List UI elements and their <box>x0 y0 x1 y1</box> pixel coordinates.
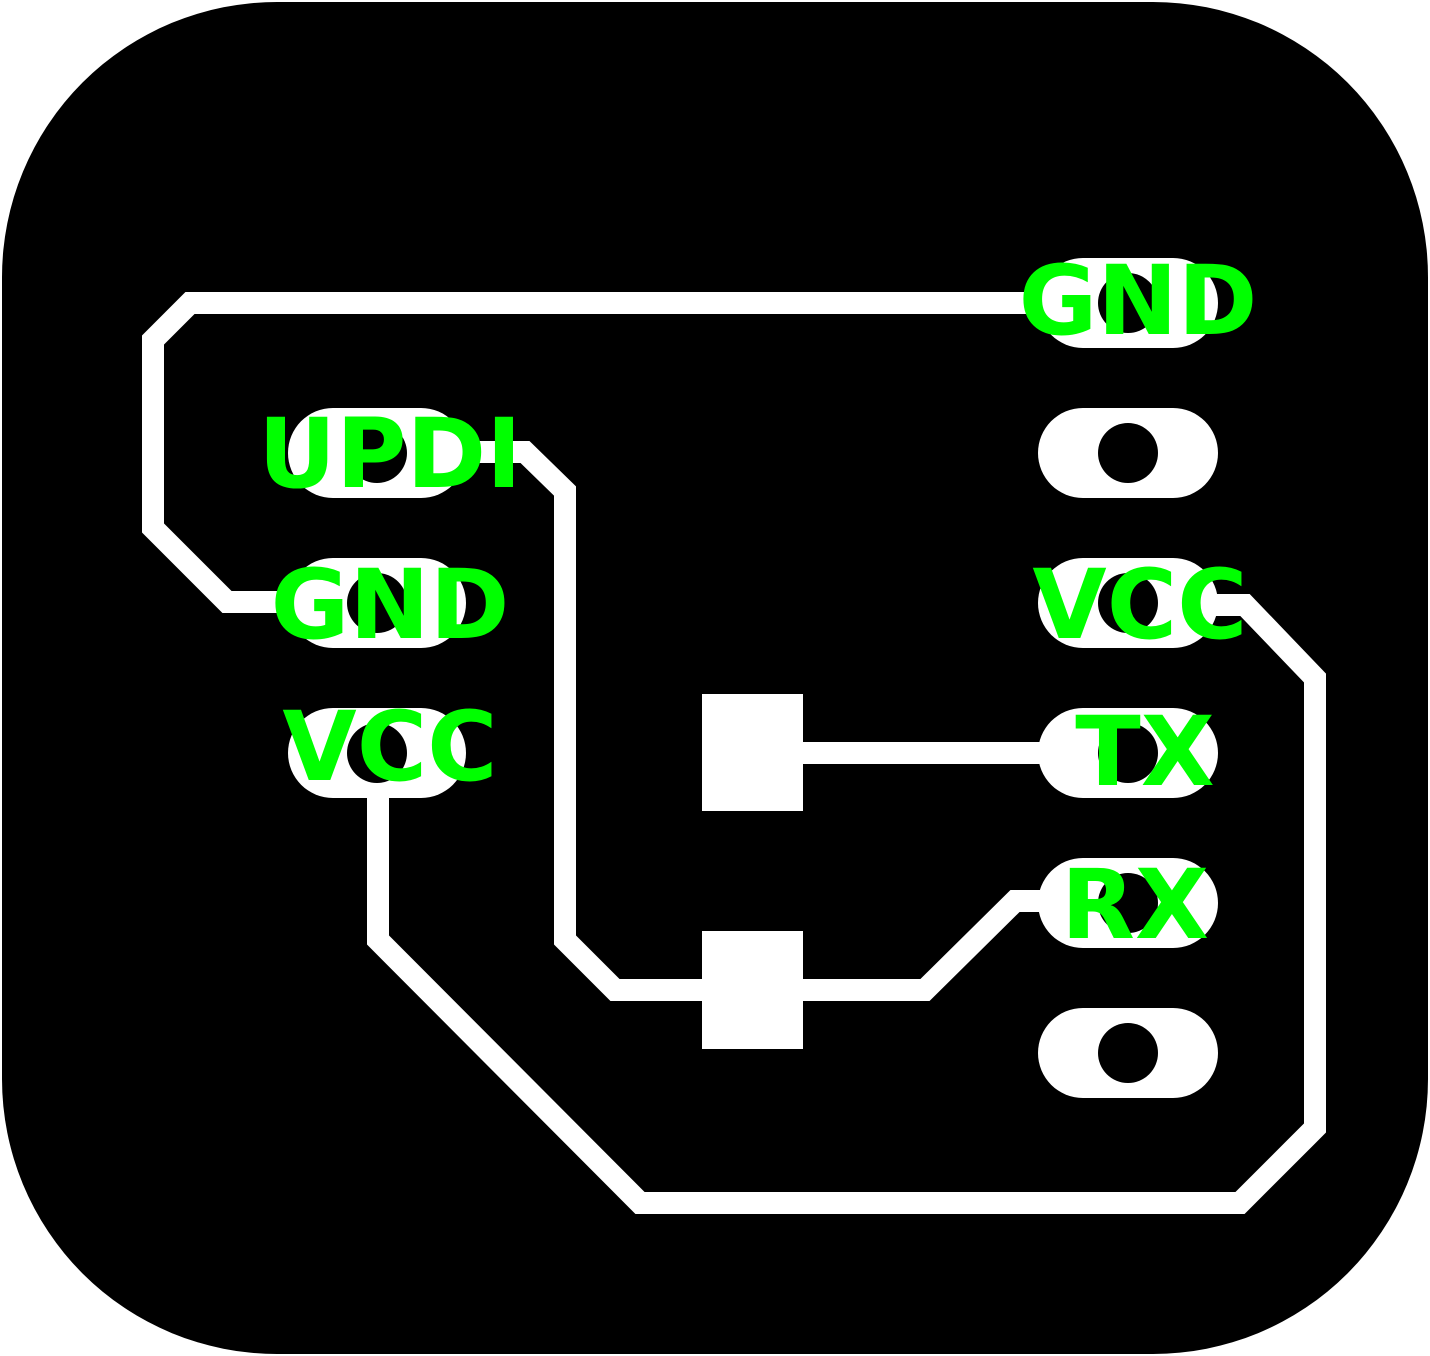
pad-upper-gnd <box>1038 258 1218 348</box>
traces <box>142 292 1326 1214</box>
label-tx: TX <box>1075 696 1215 808</box>
pad-unlabeled-lower <box>1038 1008 1218 1098</box>
label-left-vcc: VCC <box>282 691 497 803</box>
pad-left-vcc <box>288 708 466 798</box>
pad-updi <box>288 408 466 498</box>
trace-gnd <box>142 292 1070 613</box>
pin-labels: GND UPDI GND VCC VCC TX RX <box>258 245 1257 961</box>
label-rx: RX <box>1061 849 1209 961</box>
trace-vcc <box>367 594 1326 1214</box>
right-header <box>1038 258 1218 1098</box>
label-left-gnd: GND <box>271 549 510 661</box>
label-right-vcc: VCC <box>1032 549 1247 661</box>
pad-left-gnd <box>288 558 466 648</box>
resistor-pad-lower <box>702 931 803 1049</box>
pad-tx <box>1038 708 1218 798</box>
resistor-pad-upper <box>702 694 803 811</box>
pad-unlabeled-upper <box>1038 408 1218 498</box>
label-upper-gnd: GND <box>1019 245 1258 357</box>
label-updi: UPDI <box>258 398 522 510</box>
pad-rx <box>1038 858 1218 948</box>
pad-right-vcc <box>1038 558 1218 648</box>
trace-updi-rx <box>420 441 1100 1001</box>
left-header <box>288 408 466 798</box>
